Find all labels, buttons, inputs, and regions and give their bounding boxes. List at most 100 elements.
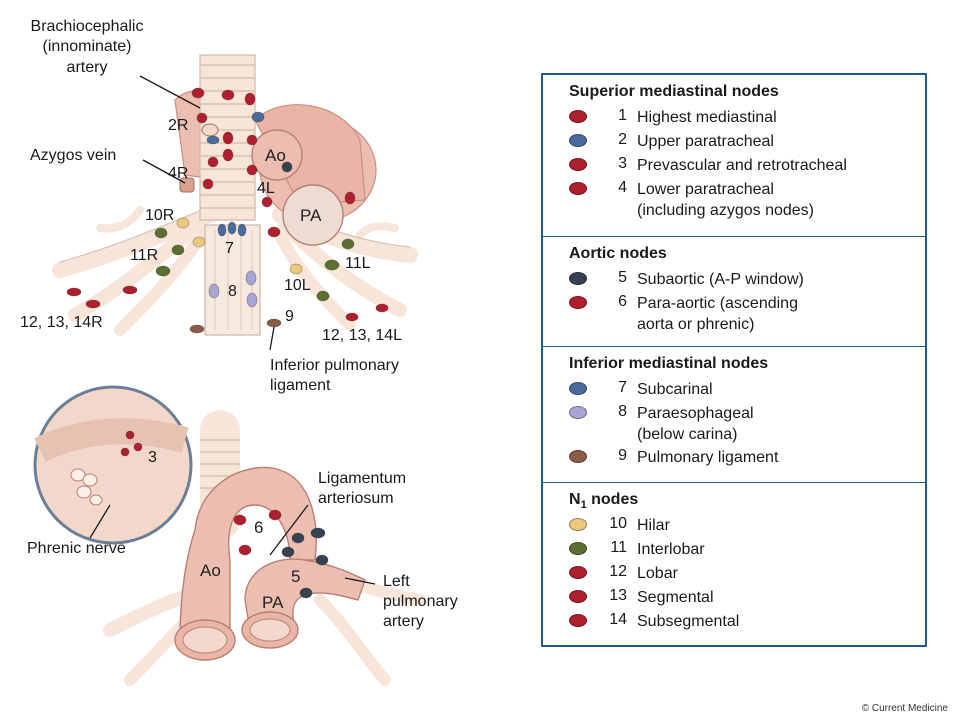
label-6: 6 xyxy=(254,518,263,537)
legend-box: Superior mediastinal nodes 1 Highest med… xyxy=(541,73,927,647)
legend-item-line2: (below carina) xyxy=(637,426,738,443)
node-red xyxy=(246,134,258,146)
pa-bottom-lumen xyxy=(249,618,291,642)
node-red xyxy=(207,156,219,168)
label-11l: 11L xyxy=(345,255,371,272)
node-dark xyxy=(291,532,305,544)
label-11r: 11R xyxy=(130,247,158,264)
node-blue xyxy=(227,221,237,235)
node-red xyxy=(261,196,273,208)
brachiocephalic-label-1: Brachiocephalic xyxy=(31,18,144,35)
node-red xyxy=(345,312,359,322)
pa-cross-section xyxy=(282,184,344,246)
legend-item-label: Lower paratracheal (including azygos node… xyxy=(637,179,814,221)
legend-item: 7 Subcarinal xyxy=(543,379,925,403)
node-red xyxy=(85,299,101,309)
ligamentum-label-2: arteriosum xyxy=(318,490,394,507)
legend-title-n: N xyxy=(569,491,581,508)
node-color-swatch xyxy=(569,134,587,147)
legend-section-aortic: Aortic nodes 5 Subaortic (A-P window) 6 … xyxy=(543,237,925,347)
bottom-anatomy: 3 Phrenic nerve Ligamentum arteriosum 6 … xyxy=(27,385,458,686)
node-red xyxy=(191,87,205,99)
node-yellow xyxy=(176,217,190,229)
node-red xyxy=(122,285,138,295)
legend-item-number: 5 xyxy=(618,269,627,286)
node-color-swatch xyxy=(569,296,587,309)
node-red xyxy=(246,164,258,176)
inset-circle xyxy=(33,385,193,545)
legend-section-title: Superior mediastinal nodes xyxy=(569,83,779,100)
legend-item-line1: Lower paratracheal xyxy=(637,181,774,198)
inferior-pulmonary-label-1: Inferior pulmonary xyxy=(270,357,399,374)
legend-item-label: Pulmonary ligament xyxy=(637,449,779,466)
node-dark xyxy=(281,161,293,173)
node-green xyxy=(171,244,185,256)
legend-section-title: Aortic nodes xyxy=(569,245,667,262)
aorta-body xyxy=(254,104,366,206)
label-2r: 2R xyxy=(168,117,188,134)
node-lavender xyxy=(208,283,220,299)
label-3: 3 xyxy=(148,449,157,466)
label-12-14r: 12, 13, 14R xyxy=(20,314,103,331)
inset-nodes xyxy=(120,430,143,457)
node-color-swatch xyxy=(569,382,587,395)
node-green xyxy=(324,259,340,271)
label-10r: 10R xyxy=(145,207,174,224)
left-pa-label-1: Left xyxy=(383,573,410,590)
node-green xyxy=(155,265,171,277)
node-color-swatch xyxy=(569,158,587,171)
top-nodes xyxy=(66,87,389,334)
legend-item-number: 14 xyxy=(609,611,627,628)
azygos-label: Azygos vein xyxy=(30,147,116,164)
phrenic-nerve-label: Phrenic nerve xyxy=(27,540,126,557)
label-7: 7 xyxy=(225,240,234,257)
node-red xyxy=(125,430,135,440)
node-red xyxy=(196,112,208,124)
legend-item-number: 13 xyxy=(609,587,627,604)
legend-item: 2 Upper paratracheal xyxy=(543,131,925,155)
legend-item-number: 2 xyxy=(618,131,627,148)
legend-item-number: 3 xyxy=(618,155,627,172)
node-red xyxy=(133,442,143,452)
label-4l: 4L xyxy=(257,180,275,197)
aorta-bottom xyxy=(179,466,317,641)
node-red xyxy=(344,191,356,205)
node-dark xyxy=(299,587,313,599)
left-pa-label-2: pulmonary xyxy=(383,593,458,610)
copyright-text: © Current Medicine xyxy=(861,703,948,714)
node-blue xyxy=(237,223,247,237)
legend-title-rest: nodes xyxy=(586,491,639,508)
legend-item-number: 6 xyxy=(618,293,627,310)
legend-item: 14 Subsegmental xyxy=(543,611,925,635)
node-color-swatch xyxy=(569,590,587,603)
node-color-swatch xyxy=(569,566,587,579)
node-brown xyxy=(266,318,282,328)
legend-section-n1: N1 nodes 10 Hilar 11 Interlobar 12 Lobar… xyxy=(543,483,925,645)
legend-item-label: Subcarinal xyxy=(637,381,713,398)
node-brown xyxy=(189,324,205,334)
label-4r: 4R xyxy=(168,165,188,182)
bottom-nodes xyxy=(233,509,329,599)
legend-item-label: Prevascular and retrotracheal xyxy=(637,157,847,174)
node-red xyxy=(202,178,214,190)
node-red xyxy=(222,131,234,145)
top-leader-lines xyxy=(139,75,275,351)
legend-section-title: Inferior mediastinal nodes xyxy=(569,355,769,372)
legend-item-number: 1 xyxy=(618,107,627,124)
legend-item-number: 9 xyxy=(618,447,627,464)
legend-item: 3 Prevascular and retrotracheal xyxy=(543,155,925,179)
legend-item-line2: (including azygos nodes) xyxy=(637,202,814,219)
label-9: 9 xyxy=(285,308,294,325)
legend-section-inferior: Inferior mediastinal nodes 7 Subcarinal … xyxy=(543,347,925,483)
node-dark xyxy=(310,527,326,539)
inset-vessel xyxy=(34,418,189,462)
label-ao-top: Ao xyxy=(265,146,286,165)
legend-item-line1: Paraesophageal xyxy=(637,405,754,422)
legend-item: 8 Paraesophageal(below carina) xyxy=(543,403,925,447)
node-color-swatch xyxy=(569,450,587,463)
node-color-swatch xyxy=(569,110,587,123)
label-8: 8 xyxy=(228,283,237,300)
node-red xyxy=(244,92,256,106)
